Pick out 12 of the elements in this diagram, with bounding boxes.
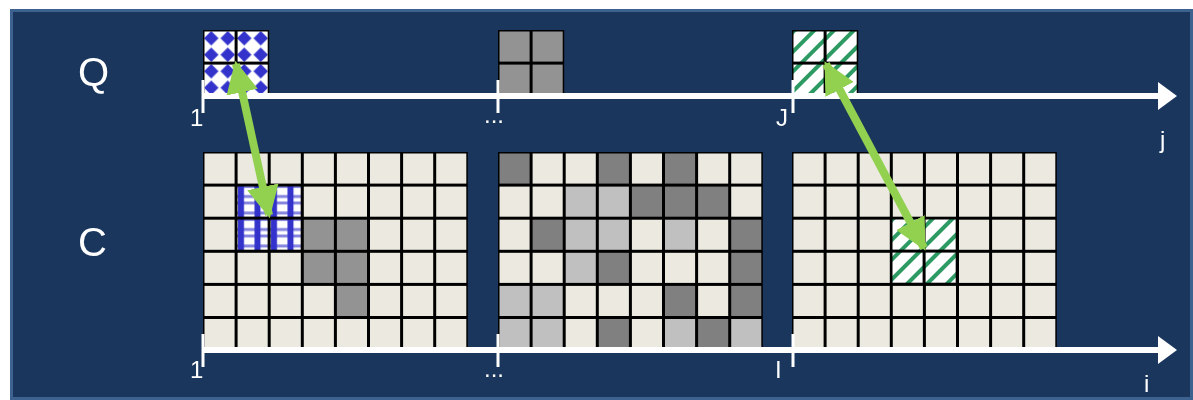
axis-tick-label: J — [776, 106, 788, 130]
axis-tick-label: I — [775, 358, 782, 382]
axis-tick-label: ... — [484, 103, 504, 127]
axis-tick-label: ... — [484, 357, 504, 381]
axis-label: i — [1144, 372, 1150, 396]
double-arrow — [822, 61, 928, 251]
row-label: C — [78, 222, 107, 262]
row-label: Q — [78, 52, 110, 92]
axis-tick-label: 1 — [190, 358, 204, 382]
axis-label: j — [1160, 128, 1166, 152]
axis-tick-label: 1 — [190, 106, 204, 130]
double-arrow — [226, 60, 279, 219]
